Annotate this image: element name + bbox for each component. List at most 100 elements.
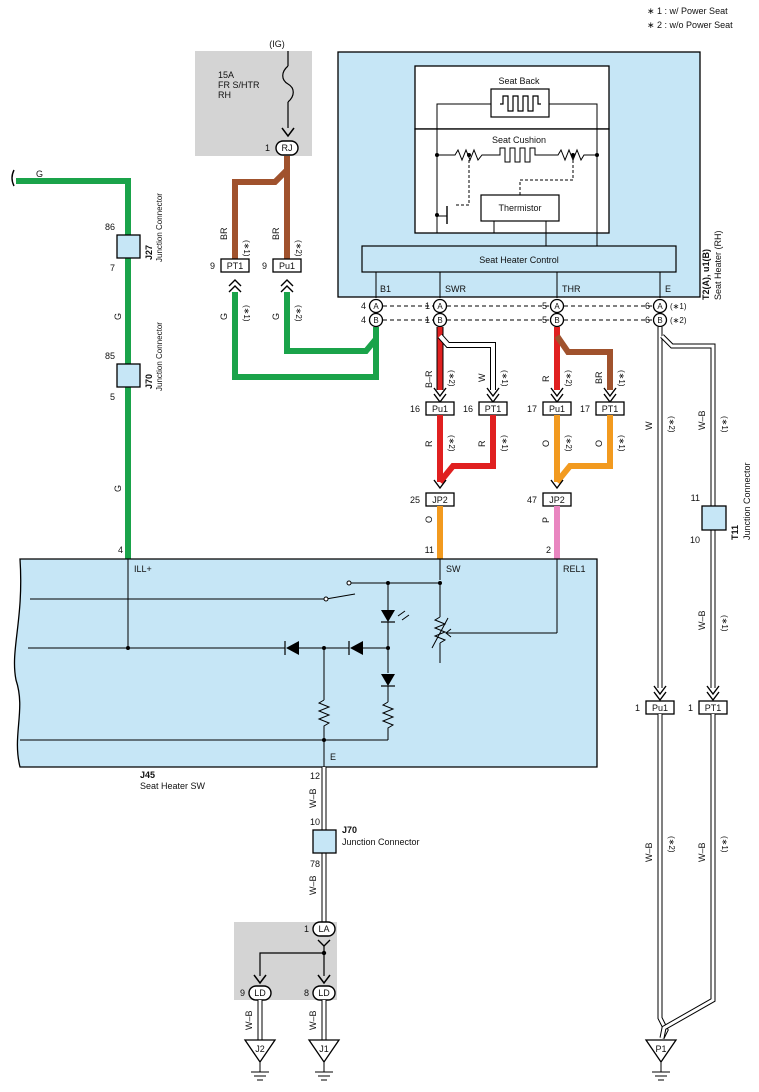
svg-text:(∗1): (∗1) [500, 370, 509, 387]
pu1-connector-left [272, 258, 302, 273]
svg-text:W–B: W–B [697, 610, 707, 630]
t11-id: T11 [730, 525, 740, 540]
svg-text:85: 85 [105, 351, 115, 361]
svg-text:LD: LD [318, 988, 330, 998]
svg-text:W–B: W–B [697, 410, 707, 430]
svg-text:1: 1 [425, 315, 430, 325]
svg-text:17: 17 [580, 404, 590, 414]
svg-text:REL1: REL1 [563, 564, 586, 574]
wire-g-pt1 [232, 292, 379, 380]
seat-heater-control-label: Seat Heater Control [479, 255, 559, 265]
svg-text:6: 6 [645, 301, 650, 311]
svg-text:PT1: PT1 [227, 261, 244, 271]
j70-id-lower: J70 [342, 825, 357, 835]
svg-text:Pu1: Pu1 [652, 703, 668, 713]
svg-text:B: B [373, 316, 378, 325]
svg-text:(∗1): (∗1) [242, 240, 251, 257]
svg-text:(∗1): (∗1) [617, 435, 626, 452]
svg-text:LA: LA [318, 924, 329, 934]
svg-text:J1: J1 [319, 1044, 329, 1054]
heater-ref: T2(A), u1(B) [701, 249, 711, 300]
svg-text:5: 5 [110, 392, 115, 402]
ground-j2-icon [243, 1039, 277, 1064]
resistor-icon-3 [381, 701, 395, 740]
svg-text:E: E [330, 752, 336, 762]
svg-text:A: A [437, 302, 443, 311]
svg-text:A: A [657, 302, 663, 311]
svg-text:11: 11 [425, 545, 434, 555]
j70-connector-upper [116, 363, 141, 388]
heater-pin-rows: A A A A B B B B 4 4 1 1 5 5 6 6 (∗1) (∗2… [361, 298, 687, 328]
svg-text:A: A [554, 302, 560, 311]
svg-text:(∗2): (∗2) [294, 240, 303, 257]
svg-text:G: G [271, 313, 281, 320]
fuse-amp: 15A [218, 70, 234, 80]
rj-connector [275, 140, 299, 156]
seat-cushion-label: Seat Cushion [492, 135, 546, 145]
svg-text:B: B [554, 316, 559, 325]
svg-text:(∗1): (∗1) [720, 836, 729, 853]
note-1: ∗ 1 : w/ Power Seat [647, 6, 728, 16]
svg-text:ILL+: ILL+ [134, 564, 152, 574]
svg-text:1: 1 [304, 924, 309, 934]
svg-text:W–B: W–B [308, 875, 318, 895]
svg-text:(∗1): (∗1) [242, 305, 251, 322]
svg-text:1: 1 [265, 143, 270, 153]
wire-break-icon [11, 169, 15, 187]
wire-wb-pu1 [658, 714, 668, 1039]
svg-text:O: O [594, 440, 604, 447]
svg-text:8: 8 [304, 988, 309, 998]
svg-text:9: 9 [262, 261, 267, 271]
svg-text:5: 5 [542, 301, 547, 311]
svg-text:G: G [113, 485, 123, 492]
svg-text:(∗2): (∗2) [447, 435, 456, 452]
svg-text:5: 5 [542, 315, 547, 325]
svg-text:B1: B1 [380, 284, 391, 294]
svg-text:W–B: W–B [308, 1010, 318, 1030]
svg-text:86: 86 [105, 222, 115, 232]
t11-connector [701, 505, 727, 531]
heater-name: Seat Heater (RH) [713, 230, 723, 300]
svg-text:PT1: PT1 [705, 703, 722, 713]
j27-name: Junction Connector [155, 193, 164, 262]
switch-icon [325, 593, 356, 600]
svg-text:J2: J2 [255, 1044, 265, 1054]
svg-text:W–B: W–B [244, 1010, 254, 1030]
wire-o-thr [554, 415, 613, 484]
svg-text:11: 11 [691, 493, 700, 503]
svg-text:O: O [424, 516, 434, 523]
svg-text:Pu1: Pu1 [549, 404, 565, 414]
svg-text:W–B: W–B [308, 788, 318, 808]
diode-icon [286, 641, 299, 655]
svg-text:R: R [477, 440, 487, 447]
svg-text:E: E [665, 284, 671, 294]
svg-text:LD: LD [254, 988, 266, 998]
thermistor-label: Thermistor [498, 203, 541, 213]
j70-id-upper: J70 [144, 374, 154, 389]
t11-name: Junction Connector [742, 462, 752, 540]
svg-text:12: 12 [310, 771, 320, 781]
svg-text:(∗1): (∗1) [617, 370, 626, 387]
ground-j1-icon [307, 1039, 341, 1064]
seat-heater-switch: ILL+ SW REL1 [13, 558, 598, 768]
j45-name: Seat Heater SW [140, 781, 206, 791]
wire-r-swr [437, 415, 496, 484]
svg-text:BR: BR [271, 227, 281, 240]
diode-icon-2 [350, 641, 363, 655]
ig-label: (IG) [269, 39, 285, 49]
svg-text:7: 7 [110, 263, 115, 273]
cushion-heater-icon [495, 147, 545, 163]
svg-text:2: 2 [546, 545, 551, 555]
svg-text:(∗2): (∗2) [667, 416, 676, 433]
diode-icon-3 [381, 674, 395, 686]
svg-text:(∗1): (∗1) [720, 416, 729, 433]
svg-text:R: R [541, 375, 551, 382]
svg-text:17: 17 [527, 404, 537, 414]
pt1-connector-left [220, 258, 250, 273]
svg-text:4: 4 [361, 315, 366, 325]
seat-heater-block: Seat Back Seat Cushion Thermistor Seat H… [337, 51, 701, 298]
svg-text:B: B [657, 316, 662, 325]
seat-back-heater-icon [500, 95, 541, 112]
svg-text:9: 9 [210, 261, 215, 271]
